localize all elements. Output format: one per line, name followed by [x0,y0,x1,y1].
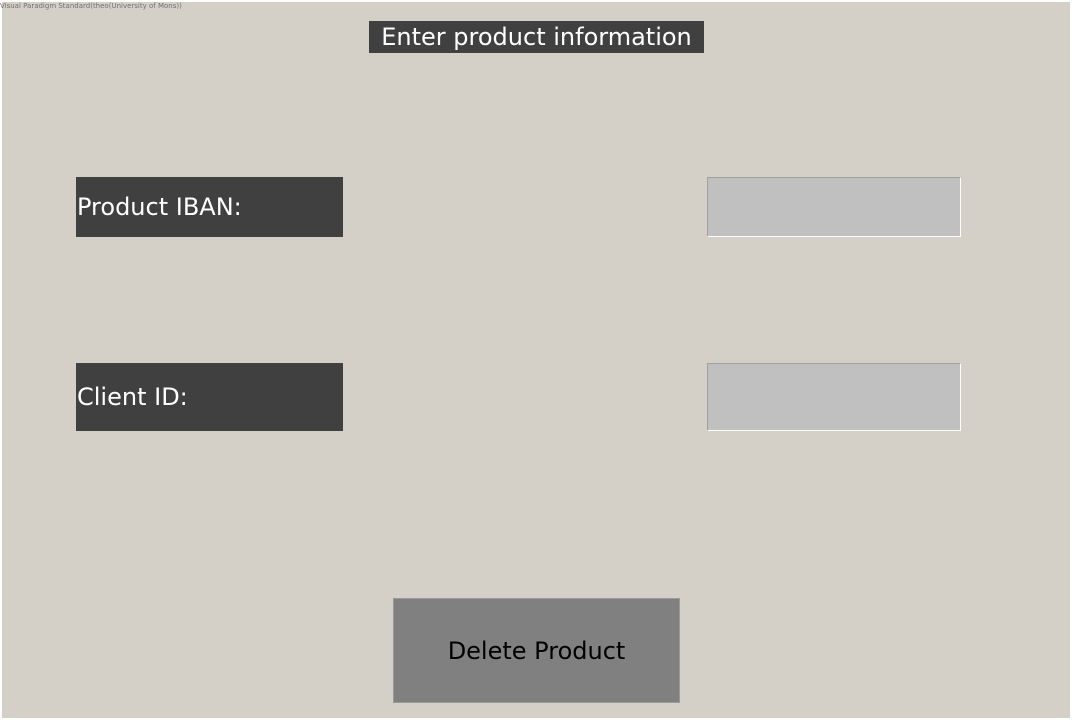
watermark-text: Visual Paradigm Standard(theo(University… [0,2,182,10]
product-iban-label: Product IBAN: [76,177,343,237]
client-id-input[interactable] [707,363,961,431]
product-iban-label-text: Product IBAN: [77,193,242,221]
client-id-label-text: Client ID: [77,383,188,411]
product-iban-input[interactable] [707,177,961,237]
form-title: Enter product information [369,21,704,53]
client-id-label: Client ID: [76,363,343,431]
delete-product-button[interactable]: Delete Product [393,598,680,703]
